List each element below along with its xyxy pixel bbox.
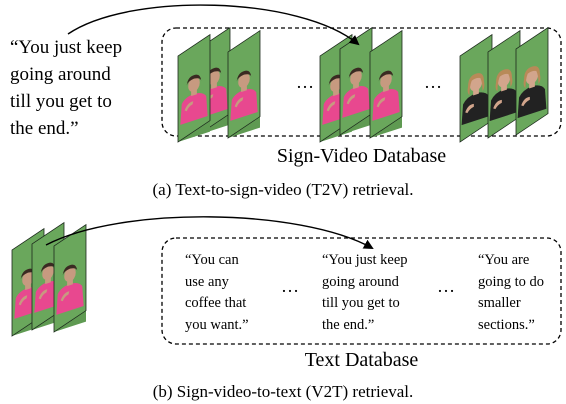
ellipsis-b1: … [281, 276, 299, 296]
caption-a: (a) Text-to-sign-video (T2V) retrieval. [152, 180, 414, 199]
text-item-3: “You are going to do smaller sections.” [478, 252, 545, 333]
t2v-retrieval-arrow [67, 4, 360, 46]
text-database-box [161, 237, 562, 345]
query-video-stack [12, 223, 86, 336]
ellipsis-a2: … [424, 72, 442, 92]
text-item-2: “You just keep going around till you get… [322, 252, 408, 333]
text-database-label: Text Database [304, 349, 419, 371]
ellipsis-a1: … [296, 72, 314, 92]
video-stack-2 [320, 28, 402, 142]
caption-b: (b) Sign-video-to-text (V2T) retrieval. [152, 382, 414, 401]
video-stack-3 [460, 28, 548, 142]
t2v-query-text: “You just keep going around till you get… [10, 37, 123, 139]
ellipsis-b2: … [437, 276, 455, 296]
sign-video-database-label: Sign-Video Database [276, 145, 447, 167]
sign-video-database-box [161, 27, 562, 137]
video-stack-1 [178, 28, 260, 142]
v2t-retrieval-arrow [45, 216, 374, 249]
text-item-1: “You can use any coffee that you want.” [185, 252, 249, 333]
